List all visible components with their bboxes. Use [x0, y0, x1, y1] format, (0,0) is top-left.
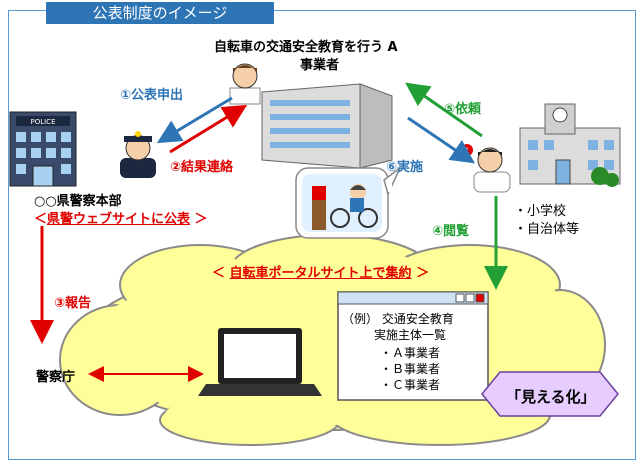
step2-label: ②結果連絡	[170, 160, 234, 175]
school-item-2: ・自治体等	[514, 222, 580, 237]
school-person-icon: !	[461, 144, 511, 193]
publish-prefix: ＜	[34, 212, 48, 227]
laptop-icon	[198, 328, 322, 396]
step6-label: ⑥実施	[386, 160, 424, 175]
school-item-1: ・小学校	[514, 204, 567, 219]
operator-name-line1: 自転車の交通安全教育を行う A	[214, 40, 398, 55]
portal-suffix: ＞	[411, 266, 430, 281]
portal-label: ＜ 自転車ポータルサイト上で集約 ＞	[212, 262, 429, 281]
step1-arrow	[156, 96, 233, 144]
portal-text: 自転車ポータルサイト上で集約	[229, 266, 412, 281]
police-sign: POLICE	[30, 118, 55, 126]
step-blue-arrow	[407, 116, 475, 164]
step1-label: ①公表申出	[120, 88, 184, 103]
window-subtitle: 実施主体一覧	[374, 328, 447, 342]
diagram-frame	[8, 10, 636, 460]
police-publish-note: ＜県警ウェブサイトに公表 ＞	[34, 208, 208, 227]
step5-label: ⑤依頼	[444, 102, 482, 117]
company-person-icon	[229, 63, 261, 105]
publish-text: 県警ウェブサイトに公表	[47, 212, 191, 227]
window-item-a: ・Ａ事業者	[380, 346, 441, 360]
step2-arrow	[169, 104, 248, 154]
portal-prefix: ＜	[212, 266, 230, 281]
window-example-label: （例） 交通安全教育	[342, 312, 454, 326]
police-hq-label: ○○県警察本部	[34, 194, 122, 209]
visualization-label: 「見える化」	[506, 388, 596, 406]
npa-label: 警察庁	[36, 370, 76, 385]
implementation-bubble	[295, 167, 401, 239]
police-officer-icon	[120, 131, 156, 178]
operator-name-line2: 事業者	[300, 58, 340, 73]
step3-label: ③報告	[54, 296, 92, 311]
step4-label: ④閲覧	[432, 224, 470, 239]
diagram-title: 公表制度のイメージ	[46, 2, 274, 24]
window-item-c: ・Ｃ事業者	[380, 378, 441, 392]
step5-arrow	[405, 82, 483, 138]
sample-window	[337, 291, 489, 401]
window-item-b: ・Ｂ事業者	[380, 362, 441, 376]
office-building-icon	[261, 83, 393, 169]
police-hq-icon	[9, 111, 77, 187]
visualization-arrow	[481, 371, 619, 417]
school-icon	[519, 103, 621, 187]
publish-suffix: ＞	[190, 212, 208, 227]
